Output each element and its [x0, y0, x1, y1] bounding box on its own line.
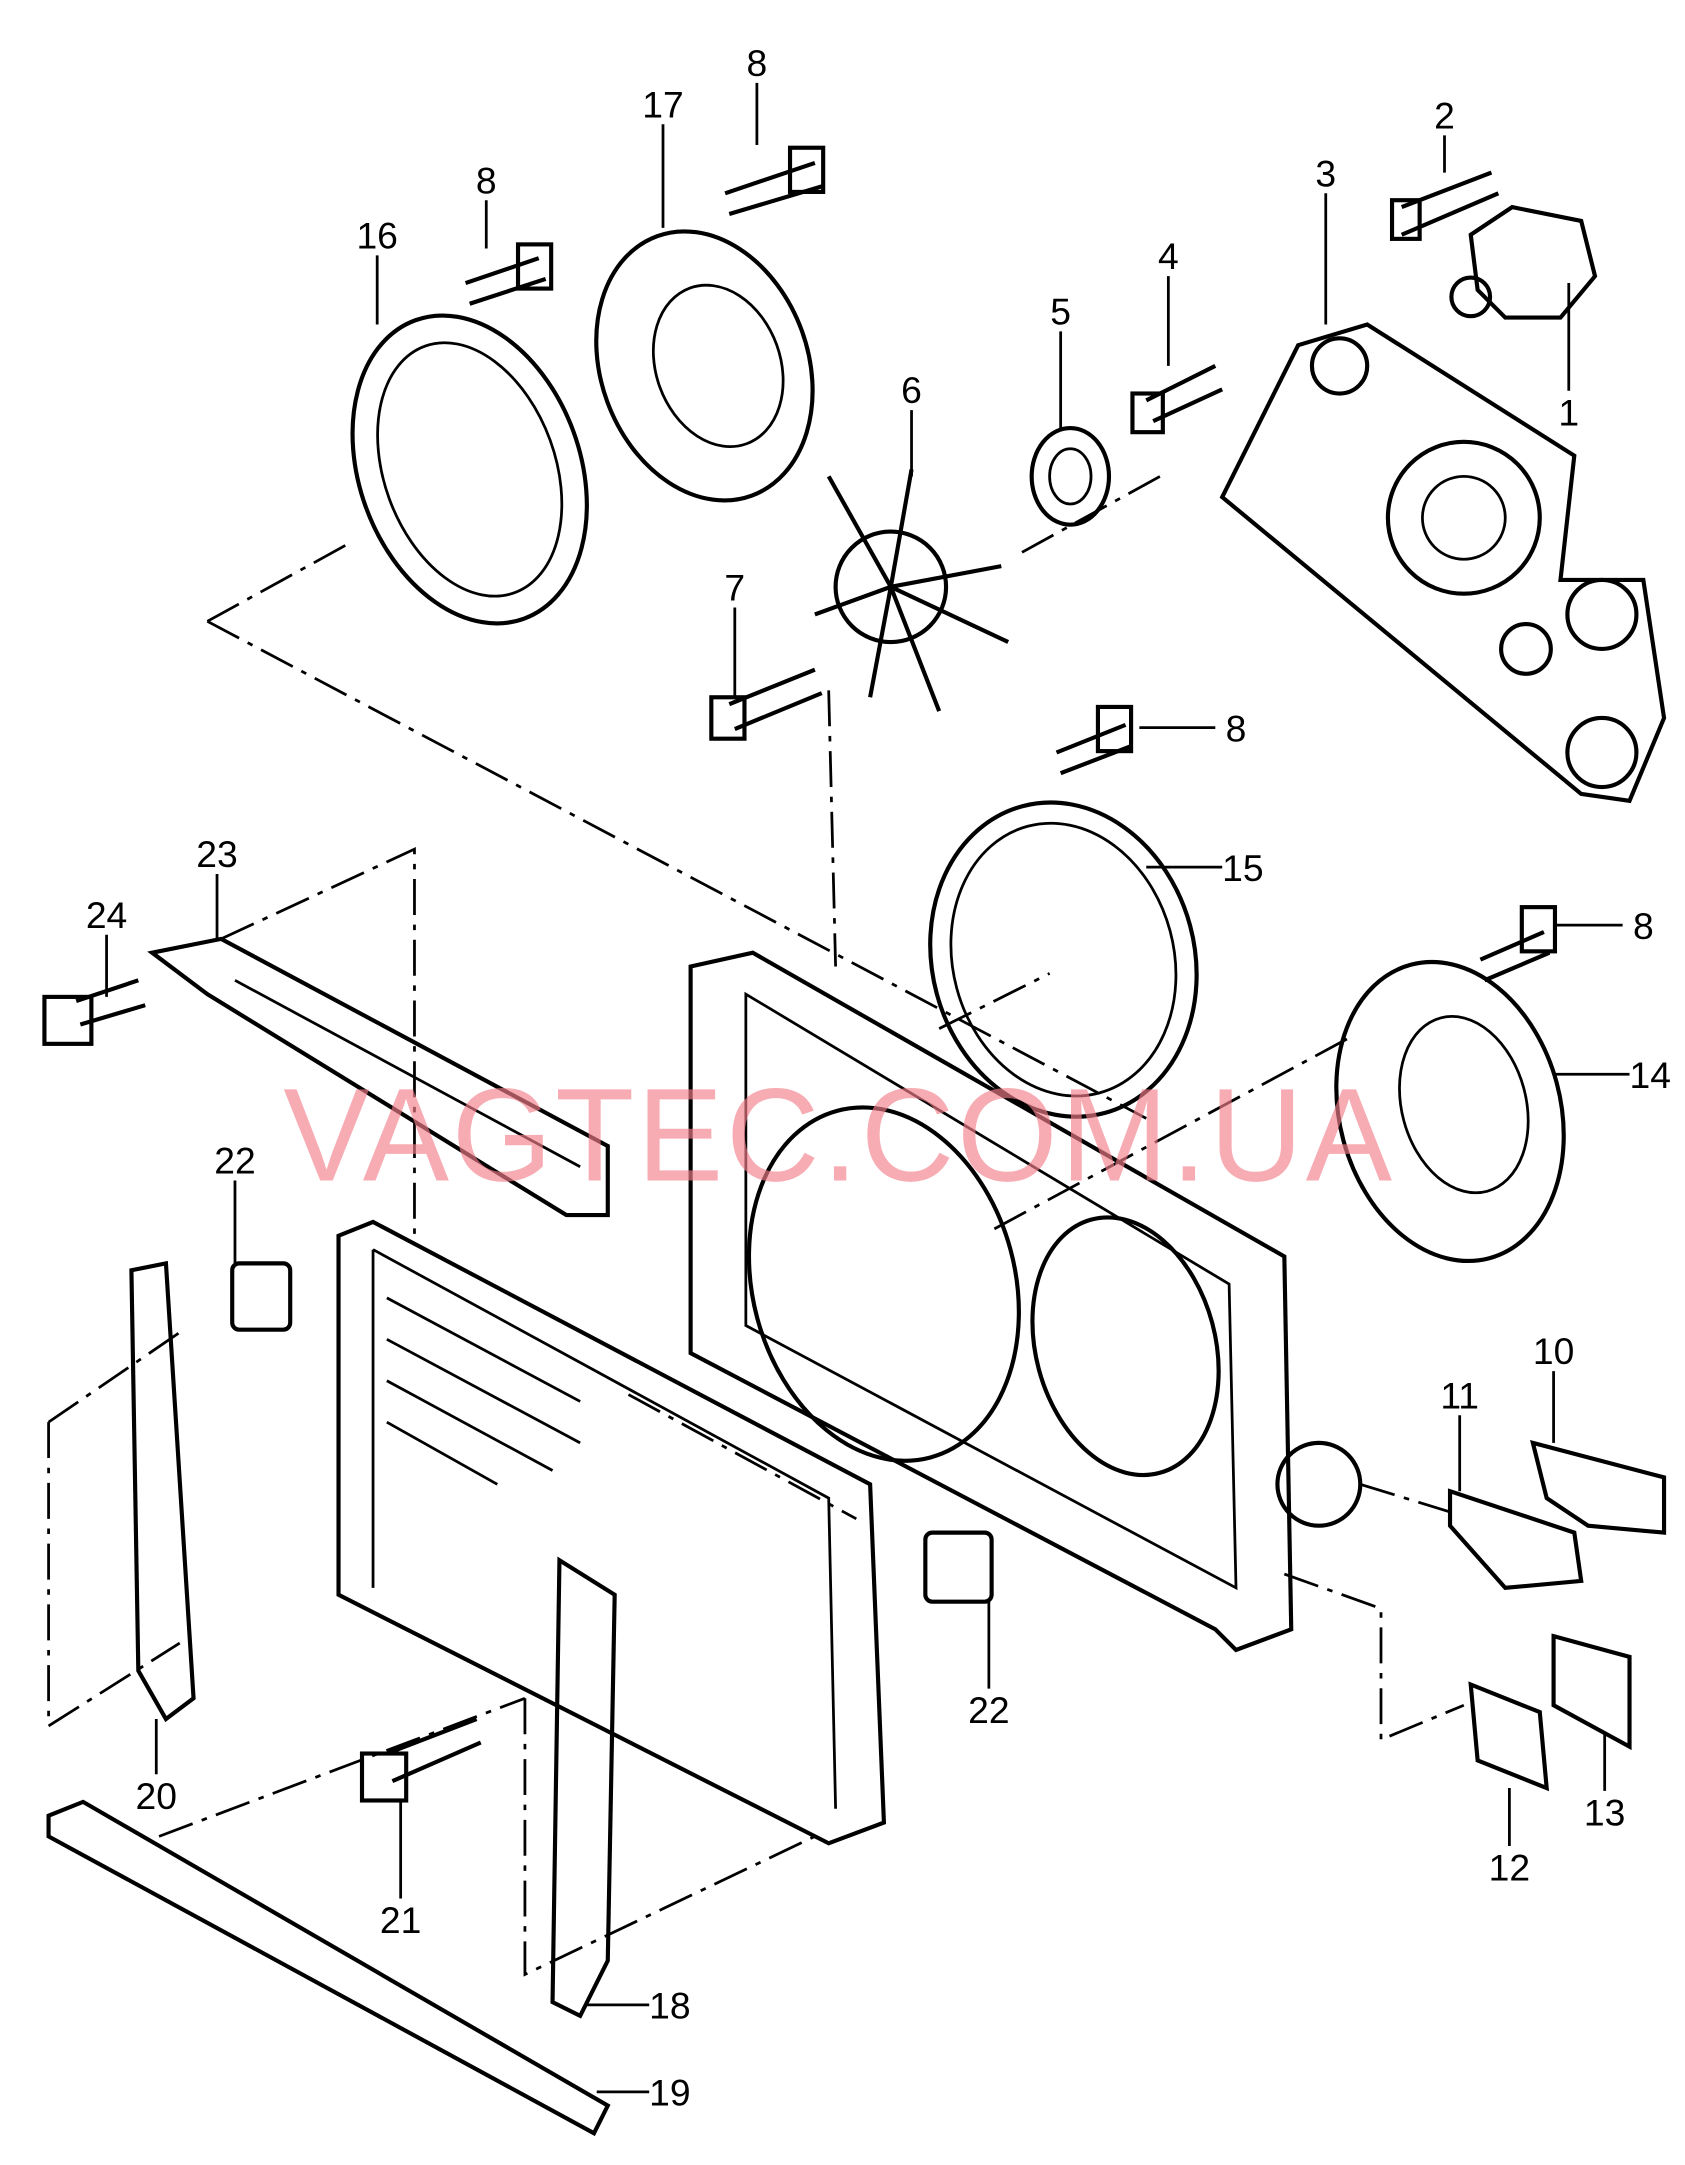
- part-17-fan-shroud: [594, 229, 815, 503]
- part-10: [1530, 1439, 1667, 1535]
- callout-4: 4: [1158, 235, 1179, 277]
- part-3-bracket: [1219, 322, 1667, 804]
- callout-8: 8: [747, 42, 768, 84]
- leader-lines: [105, 82, 1630, 2094]
- callout-8: 8: [1226, 707, 1247, 749]
- bolt-2-head: [1389, 198, 1422, 241]
- part-23-air-guide: [147, 936, 610, 1218]
- callout-15: 15: [1222, 847, 1263, 889]
- callout-11: 11: [1440, 1374, 1479, 1416]
- radiator-support-frame: [688, 950, 1363, 1653]
- callout-19: 19: [649, 2072, 690, 2114]
- assembly-lines: [47, 475, 1465, 1977]
- part-19-lower-guide: [46, 1799, 611, 2137]
- part-6-fan: [814, 469, 1010, 712]
- part-22-clips: [230, 1261, 994, 1604]
- callout-2: 2: [1434, 94, 1455, 136]
- callout-13: 13: [1584, 1791, 1625, 1833]
- callout-10: 10: [1533, 1330, 1574, 1372]
- bolts: [42, 145, 1558, 1803]
- callout-5: 5: [1050, 290, 1071, 332]
- callout-14: 14: [1630, 1054, 1671, 1096]
- callout-24: 24: [86, 894, 127, 936]
- callouts: 1 2 3 4 5 6 7 8 8 8 8 10 11 12 13 14 15 …: [86, 42, 1671, 2114]
- callout-21: 21: [380, 1899, 421, 1941]
- callout-8: 8: [1633, 905, 1654, 947]
- callout-16: 16: [356, 215, 397, 257]
- part-20-air-duct: [129, 1260, 196, 1723]
- part-12: [1468, 1681, 1550, 1792]
- callout-22: 22: [968, 1689, 1009, 1731]
- part-5-coupling: [1029, 425, 1112, 527]
- part-18-air-duct: [550, 1556, 617, 2019]
- parts-10-13-brackets: [1447, 1439, 1667, 1792]
- watermark: VAGTEC.COM.UA: [283, 1062, 1394, 1210]
- callout-7: 7: [724, 567, 745, 609]
- part-1-viscous-unit: [1449, 204, 1598, 320]
- callout-6: 6: [901, 369, 922, 411]
- radiator: [336, 1219, 887, 1846]
- callout-18: 18: [649, 1985, 690, 2027]
- callout-1: 1: [1558, 391, 1579, 433]
- callout-17: 17: [642, 83, 683, 125]
- part-16-fan-shroud: [350, 313, 589, 626]
- callout-20: 20: [136, 1775, 177, 1817]
- part-14-fan-shroud: [1334, 959, 1566, 1264]
- callout-3: 3: [1315, 152, 1336, 194]
- callout-23: 23: [196, 833, 237, 875]
- part-13: [1551, 1633, 1632, 1751]
- callout-12: 12: [1489, 1847, 1530, 1889]
- part-15-shroud-ring: [928, 800, 1199, 1119]
- callout-8: 8: [476, 159, 497, 201]
- part-11: [1447, 1488, 1584, 1591]
- callout-22: 22: [214, 1140, 255, 1182]
